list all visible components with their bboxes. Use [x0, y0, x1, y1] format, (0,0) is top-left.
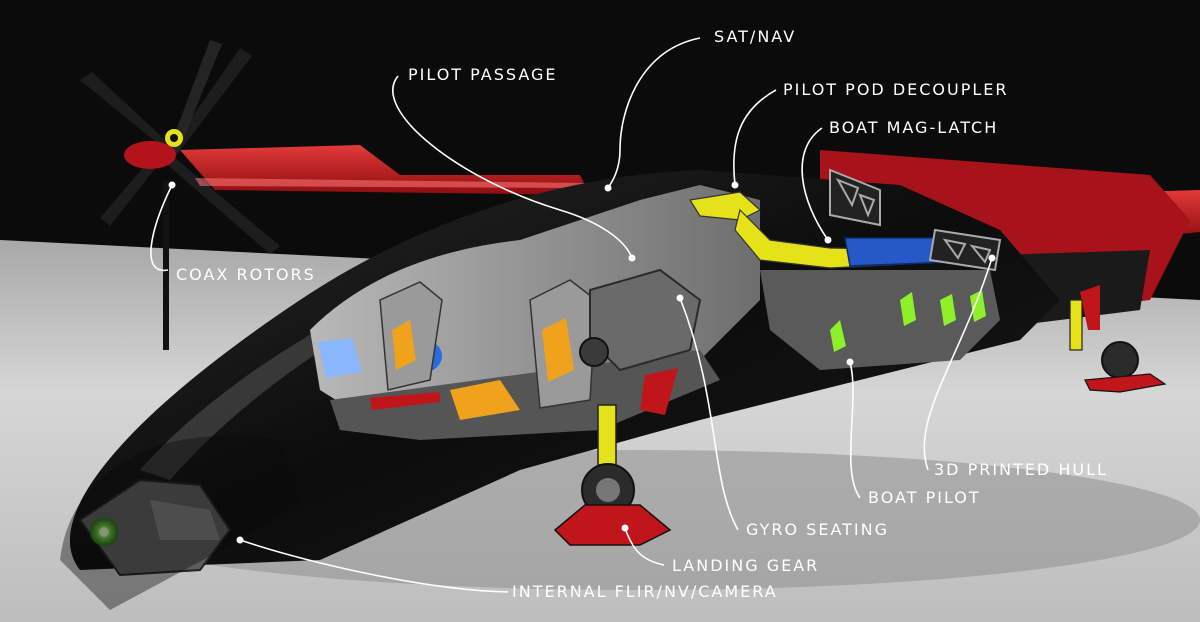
green-indicators [830, 290, 986, 352]
nose-panel [60, 435, 300, 610]
front-landing-gear [553, 404, 672, 546]
red-fin-center [640, 368, 678, 415]
rear-landing-gear [1069, 299, 1167, 393]
cockpit-floor [330, 350, 720, 440]
boat-compartment [760, 270, 1000, 370]
label-landing-gear: LANDING GEAR [672, 556, 820, 575]
leader-lines [150, 37, 996, 593]
nose-flir-module [78, 478, 232, 577]
label-gyro-seating: GYRO SEATING [746, 520, 889, 539]
label-sat-nav: SAT/NAV [714, 27, 797, 46]
label-boat-pilot: BOAT PILOT [868, 488, 981, 507]
left-wing-highlight [195, 178, 586, 188]
label-pilot-passage: PILOT PASSAGE [408, 65, 558, 84]
rear-seat [450, 279, 597, 420]
label-3d-printed-hull: 3D PRINTED HULL [934, 460, 1108, 479]
label-internal-flir: INTERNAL FLIR/NV/CAMERA [512, 582, 778, 601]
red-strut [370, 392, 440, 410]
gyro-hub [579, 337, 609, 367]
rear-red-fin [1080, 285, 1100, 330]
coax-rotor-blades [80, 40, 280, 254]
nav-screen [318, 338, 362, 378]
label-pilot-pod-decoupler: PILOT POD DECOUPLER [783, 80, 1009, 99]
front-seat [379, 281, 443, 391]
printed-lattice [829, 168, 1002, 272]
label-coax-rotors: COAX ROTORS [176, 265, 316, 284]
rotor-mast [163, 180, 169, 350]
label-boat-mag-latch: BOAT MAG-LATCH [829, 118, 999, 137]
